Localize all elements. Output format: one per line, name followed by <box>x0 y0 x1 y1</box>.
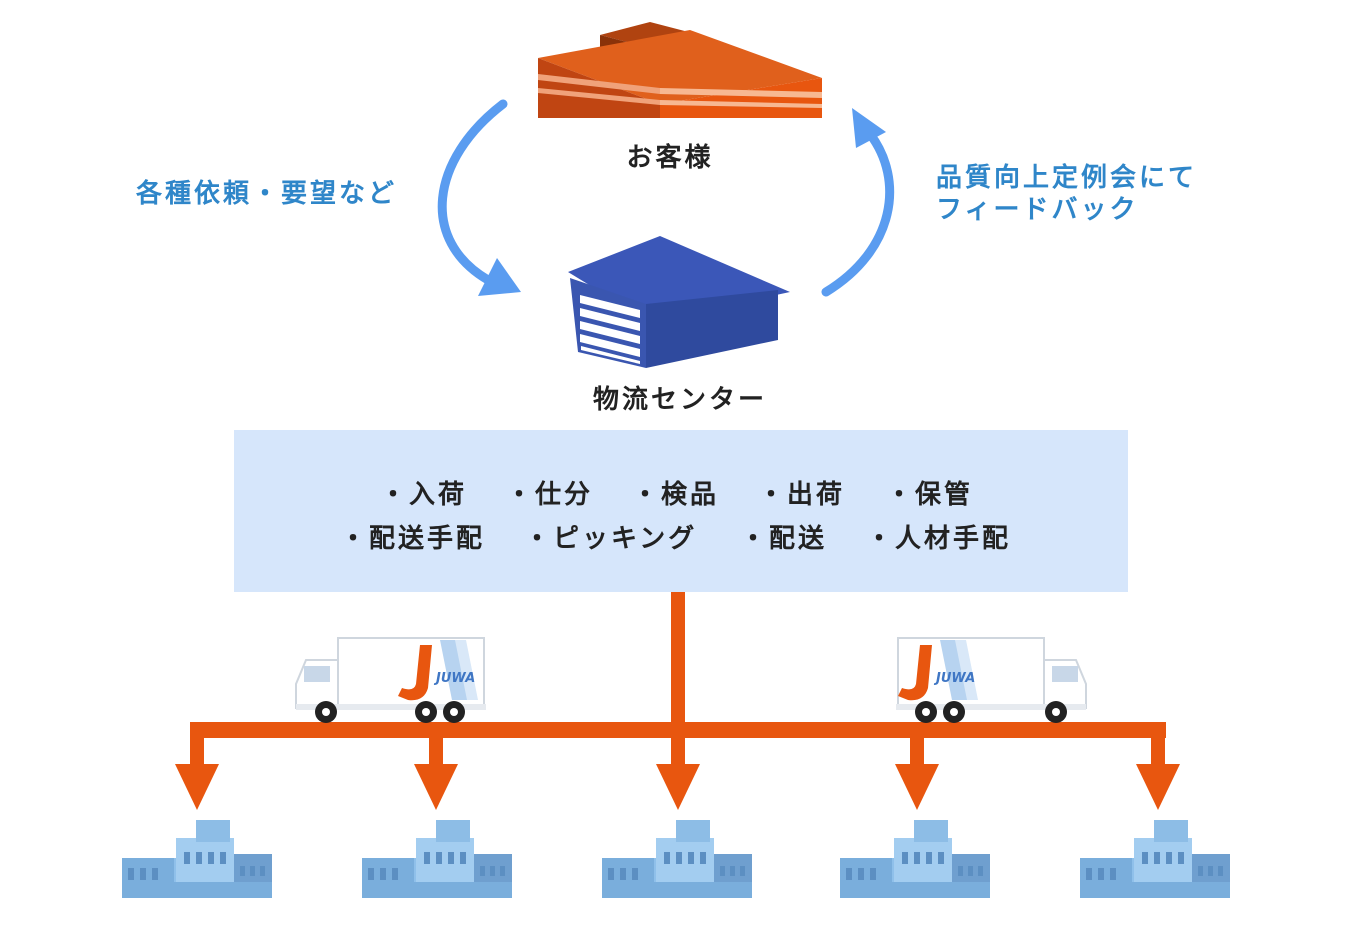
truck-logo-right: JUWA <box>933 671 975 686</box>
destination-building-icon-5 <box>1080 820 1230 898</box>
services-row-2: ・配送手配 ・ピッキング ・配送 ・人材手配 <box>234 518 1128 562</box>
feedback-label-line1: 品質向上定例会にて <box>936 163 1198 193</box>
service-receiving: ・入荷 <box>380 480 468 510</box>
arrowhead-5 <box>1136 764 1180 810</box>
services-row-1: ・入荷 ・仕分 ・検品 ・出荷 ・保管 <box>234 474 1128 518</box>
arrowhead-3 <box>656 764 700 810</box>
service-staffing: ・人材手配 <box>866 524 1012 554</box>
services-panel: ・入荷 ・仕分 ・検品 ・出荷 ・保管 ・配送手配 ・ピッキング ・配送 ・人材… <box>234 430 1128 592</box>
arrowhead-2 <box>414 764 458 810</box>
destination-building-icon-3 <box>602 820 752 898</box>
customer-building-icon <box>538 22 822 118</box>
destination-building-icon-2 <box>362 820 512 898</box>
delivery-truck-icon-right: JUWA <box>896 637 1087 723</box>
distribution-arrowheads <box>175 764 1180 810</box>
service-delivery-arrangement: ・配送手配 <box>340 524 486 554</box>
arrowhead-4 <box>895 764 939 810</box>
distribution-center-icon <box>568 236 790 368</box>
request-label: 各種依頼・要望など <box>136 179 398 209</box>
service-shipping: ・出荷 <box>758 480 846 510</box>
request-arrow <box>437 99 508 285</box>
destination-building-icon-1 <box>122 820 272 898</box>
feedback-arrow <box>821 129 895 297</box>
service-delivery: ・配送 <box>740 524 828 554</box>
service-sorting: ・仕分 <box>506 480 594 510</box>
center-label: 物流センター <box>593 385 767 415</box>
service-inspection: ・検品 <box>632 480 720 510</box>
customer-label: お客様 <box>626 142 713 173</box>
delivery-truck-icon-left: JUWA <box>295 637 486 723</box>
service-storage: ・保管 <box>886 480 974 510</box>
arrowhead-1 <box>175 764 219 810</box>
distribution-lines <box>190 592 1166 766</box>
destination-building-icon-4 <box>840 820 990 898</box>
truck-logo-left: JUWA <box>433 671 475 686</box>
service-picking: ・ピッキング <box>524 524 698 554</box>
feedback-label-line2: フィードバック <box>936 195 1139 225</box>
request-arrowhead <box>478 258 521 296</box>
feedback-arrowhead <box>852 108 886 148</box>
